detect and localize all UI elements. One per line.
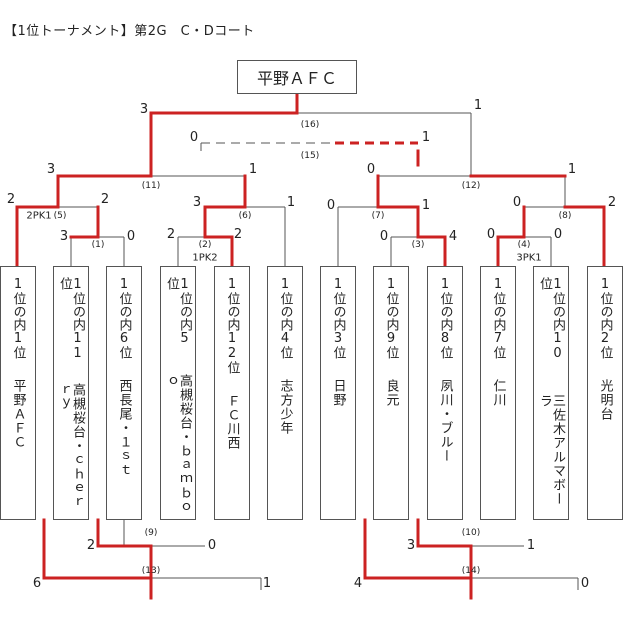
match-label-1: (1) [91,240,105,250]
score-m15-left: 0 [189,130,199,145]
score-m1-left: 3 [59,229,69,244]
score-m13-right: 1 [262,576,272,591]
match-label-6: (6) [238,211,252,221]
match-label-13: (13) [141,566,161,576]
match-label-11: (11) [141,181,161,191]
team-name: 仁川 [490,379,506,407]
score-m7-left: 0 [326,198,336,213]
team-seed: 1位の内2位 [597,277,613,359]
team-seed: 1位の内5位 [164,277,192,346]
score-m4-left: 0 [486,227,496,242]
score-m2-left: 2 [166,227,176,242]
team-box-8: 1位の内9位 良元 [373,266,409,520]
score-m16-right: 1 [473,98,483,113]
score-m4-right: 0 [553,227,563,242]
match-label-5: (5) [53,211,67,221]
team-seed: 1位の内3位 [330,277,346,359]
champion-box: 平野ＡＦＣ [237,60,357,94]
champion-name: 平野ＡＦＣ [256,69,337,88]
score-m9-right: 0 [207,538,217,553]
score-m13-left: 6 [32,576,42,591]
team-box-6: 1位の内4位 志方少年 [267,266,303,520]
team-box-12: 1位の内2位 光明台 [587,266,623,520]
match-label-16: (16) [300,120,320,130]
score-m14-right: 0 [580,576,590,591]
score-m6-left: 3 [192,195,202,210]
team-box-2: 1位の内11位 高槻桜台・ｃｈｅｒｒｙ [53,266,89,520]
score-m2-right: 2 [233,227,243,242]
score-m12-left: 0 [366,162,376,177]
team-name: 高槻桜台・ｂａｍｂｏｏ [164,374,192,515]
team-box-5: 1位の内12位 ＦＣ川西 [214,266,250,520]
score-m11-left: 3 [46,162,56,177]
team-seed: 1位の内11位 [57,277,85,361]
match-label-10: (10) [461,528,481,538]
team-seed: 1位の内10位 [537,277,565,361]
score-m1-right: 0 [126,229,136,244]
score-m5-right: 2 [100,192,110,207]
team-seed: 1位の内9位 [383,277,399,359]
score-m9-left: 2 [86,538,96,553]
team-name: 平野ＡＦＣ [10,379,26,449]
score-m7-right: 1 [421,198,431,213]
team-seed: 1位の内1位 [10,277,26,359]
score-m3-right: 4 [448,229,458,244]
score-m15-right: 1 [421,130,431,145]
pk-m4: 3PK1 [516,252,542,264]
score-m16-left: 3 [139,102,149,117]
score-m12-right: 1 [567,162,577,177]
score-m8-left: 0 [512,195,522,210]
score-m11-right: 1 [248,162,258,177]
score-m10-left: 3 [406,538,416,553]
team-name: ＦＣ川西 [224,394,240,450]
team-box-3: 1位の内6位 西長尾・１ｓｔ [106,266,142,520]
score-m6-right: 1 [286,195,296,210]
team-box-1: 1位の内1位 平野ＡＦＣ [0,266,36,520]
team-box-4: 1位の内5位 高槻桜台・ｂａｍｂｏｏ [160,266,196,520]
score-m10-right: 1 [526,538,536,553]
match-label-12: (12) [461,181,481,191]
team-seed: 1位の内8位 [437,277,453,359]
team-name: 光明台 [597,379,613,421]
match-label-3: (3) [411,240,425,250]
team-box-9: 1位の内8位 夙川・ブルー [427,266,463,520]
pk-m2: 1PK2 [192,252,218,264]
match-label-8: (8) [558,211,572,221]
match-label-7: (7) [371,211,385,221]
score-m14-left: 4 [353,576,363,591]
team-name: 西長尾・１ｓｔ [116,379,132,477]
match-label-2: (2) [198,240,212,250]
team-name: 三佐木アルマボーラ [537,393,565,506]
team-box-7: 1位の内3位 日野 [320,266,356,520]
team-name: 夙川・ブルー [437,379,453,463]
match-label-15: (15) [300,151,320,161]
team-box-11: 1位の内10位 三佐木アルマボーラ [533,266,569,520]
match-label-4: (4) [517,240,531,250]
team-name: 日野 [330,379,346,407]
team-name: 高槻桜台・ｃｈｅｒｒｙ [57,382,85,509]
match-label-9: (9) [144,528,158,538]
score-m3-left: 0 [379,229,389,244]
team-seed: 1位の内7位 [490,277,506,359]
team-seed: 1位の内4位 [277,277,293,359]
team-name: 志方少年 [277,379,293,435]
page-title: 【1位トーナメント】第2G C・Dコート [4,24,255,39]
team-box-10: 1位の内7位 仁川 [480,266,516,520]
pk-m5: 2PK1 [26,210,52,222]
match-label-14: (14) [461,566,481,576]
score-m5-left: 2 [6,192,16,207]
team-seed: 1位の内6位 [116,277,132,359]
score-m8-right: 2 [607,195,617,210]
team-seed: 1位の内12位 [224,277,240,374]
team-name: 良元 [383,379,399,407]
